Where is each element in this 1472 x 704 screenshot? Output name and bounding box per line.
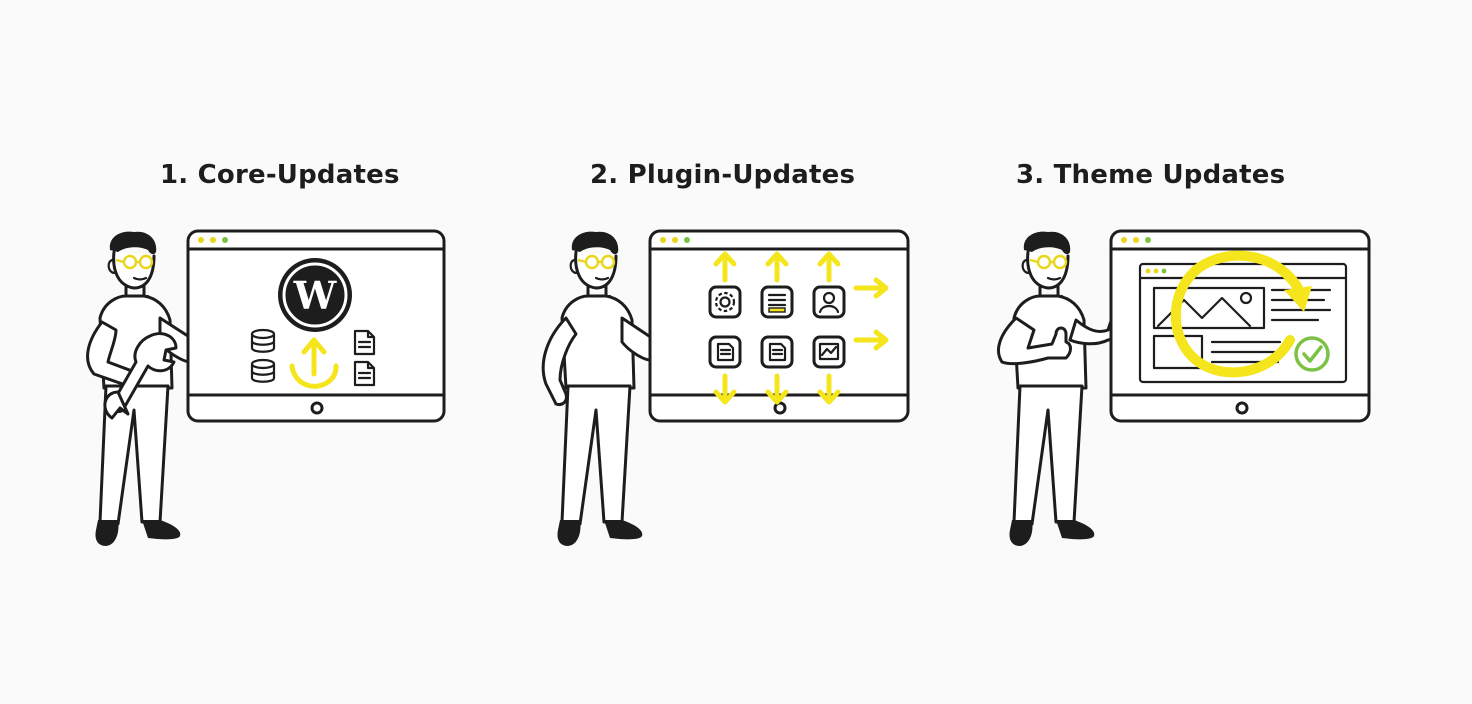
gear-icon — [708, 285, 742, 319]
monitor-2 — [648, 229, 910, 423]
wordpress-logo-icon: W — [278, 258, 352, 332]
theme-preview-window — [1138, 262, 1348, 384]
arrow-icon — [713, 251, 841, 283]
chart-icon — [812, 335, 846, 369]
step-title-core-updates: 1. Core-Updates — [160, 160, 400, 190]
document-icon — [708, 335, 742, 369]
database-icon — [250, 328, 276, 353]
card-icon — [760, 285, 794, 319]
user-icon — [812, 285, 846, 319]
svg-text:W: W — [293, 273, 338, 318]
panel-plugin-updates — [541, 229, 910, 548]
panel-core-updates: W — [86, 229, 446, 548]
wrench-icon — [103, 332, 178, 420]
document-icon — [760, 335, 794, 369]
document-icon — [353, 329, 376, 356]
document-icon — [353, 360, 376, 387]
step-title-plugin-updates: 2. Plugin-Updates — [590, 160, 856, 190]
arrow-icon — [853, 277, 889, 351]
database-icon — [250, 358, 276, 383]
panel-theme-updates — [997, 229, 1371, 548]
step-title-theme-updates: 3. Theme Updates — [1016, 160, 1286, 190]
update-arrow-icon — [289, 337, 339, 389]
refresh-cycle-icon — [1170, 250, 1312, 378]
checkmark-icon — [1294, 336, 1330, 372]
arrow-icon — [713, 373, 841, 405]
